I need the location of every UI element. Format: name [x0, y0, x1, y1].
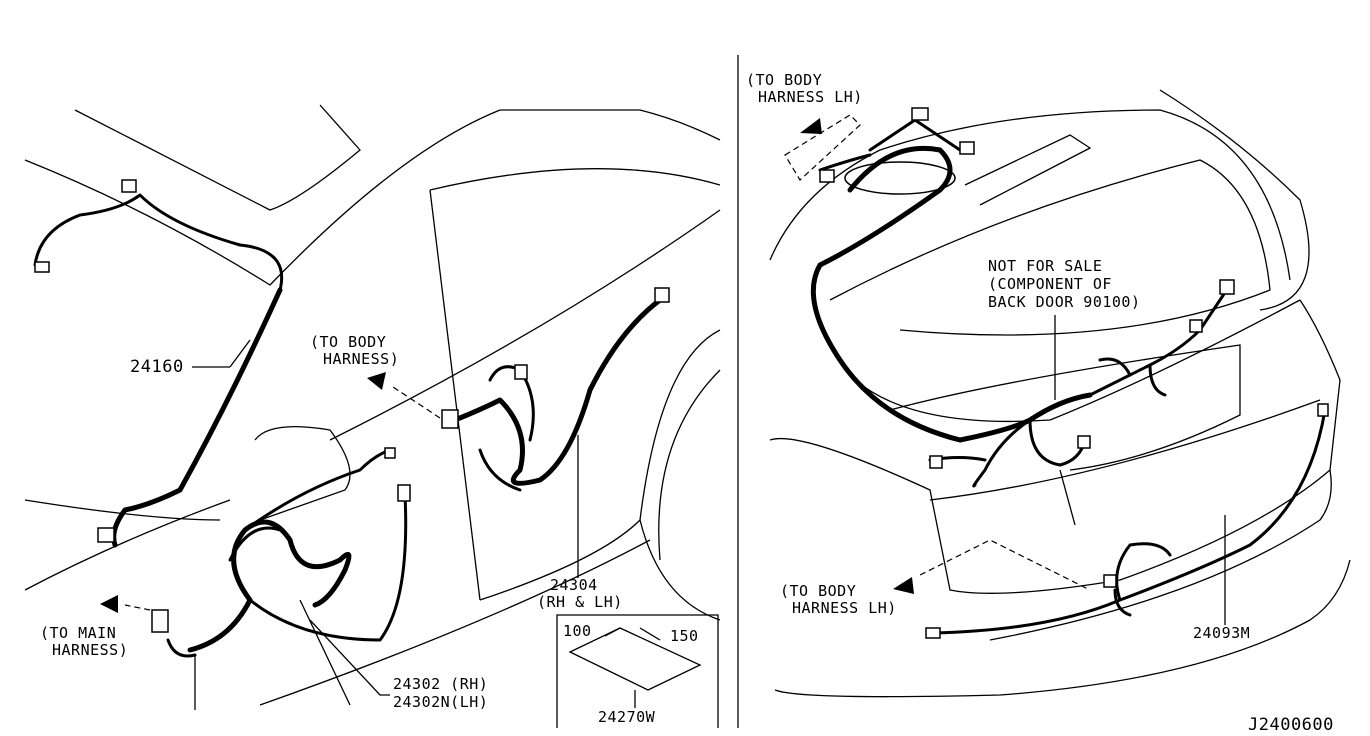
inset-24270w: 100 150 24270W — [556, 614, 719, 728]
connector-icon — [925, 627, 941, 639]
label-to-main-harness-2: HARNESS) — [52, 641, 128, 659]
label-24304-rh-lh: (RH & LH) — [537, 593, 623, 611]
harness-24093m — [925, 403, 1329, 639]
connector-icon — [97, 527, 115, 543]
leader-dashed — [784, 114, 861, 181]
connector-icon — [384, 447, 396, 459]
label-24160: 24160 — [130, 357, 184, 377]
label-to-body-harness-lh-top-2: HARNESS LH) — [758, 88, 863, 106]
leader-line — [309, 619, 390, 696]
connector-icon — [1317, 403, 1329, 417]
arrow-icon — [367, 372, 386, 390]
connector-icon — [151, 609, 169, 633]
leader-dashed — [389, 384, 441, 419]
label-24302n-lh: 24302N(LH) — [393, 693, 488, 711]
connector-icon — [121, 179, 137, 193]
label-to-body-harness-lh-top: (TO BODY — [746, 71, 822, 89]
connector-icon — [1103, 574, 1117, 588]
car-side-body-outline — [24, 104, 721, 706]
label-24093m: 24093M — [1193, 624, 1250, 642]
label-back-door-90100: BACK DOOR 90100) — [988, 293, 1141, 311]
connector-icon — [911, 107, 929, 121]
connector-icon — [959, 141, 975, 155]
connector-icon — [929, 455, 943, 469]
connector-icon — [514, 364, 528, 380]
connector-icon — [1077, 435, 1091, 449]
label-to-main-harness: (TO MAIN — [40, 624, 116, 642]
harness-24160 — [33, 179, 284, 548]
leader-dashed — [919, 539, 1091, 591]
connector-icon — [34, 261, 50, 273]
label-not-for-sale: NOT FOR SALE — [988, 257, 1102, 275]
connector-icon — [397, 484, 411, 502]
connector-icon — [441, 409, 459, 429]
harness-back-door — [810, 107, 1235, 488]
label-to-body-harness: (TO BODY — [310, 333, 386, 351]
label-to-body-harness-2: HARNESS) — [323, 350, 399, 368]
arrow-icon — [800, 118, 822, 134]
connector-icon — [1219, 279, 1235, 295]
arrow-icon — [100, 595, 118, 613]
leader-line — [229, 339, 251, 368]
dim-150: 150 — [670, 627, 699, 645]
label-to-body-harness-lh-bottom: (TO BODY — [780, 582, 856, 600]
label-24304: 24304 — [550, 576, 598, 594]
label-to-body-harness-lh-bottom-2: HARNESS LH) — [792, 599, 897, 617]
dim-100: 100 — [563, 622, 592, 640]
arrow-icon — [893, 577, 914, 594]
back-door-outline — [769, 89, 1351, 698]
connector-icon — [819, 169, 835, 183]
leader-dashed — [124, 604, 151, 611]
harness-24304 — [441, 287, 670, 492]
harness-24302 — [151, 447, 411, 710]
diagram-id: J2400600 — [1248, 715, 1334, 735]
label-24270w: 24270W — [598, 708, 656, 726]
label-24302-rh: 24302 (RH) — [393, 675, 488, 693]
connector-icon — [1189, 319, 1203, 333]
connector-icon — [654, 287, 670, 303]
label-component-of: (COMPONENT OF — [988, 275, 1112, 293]
